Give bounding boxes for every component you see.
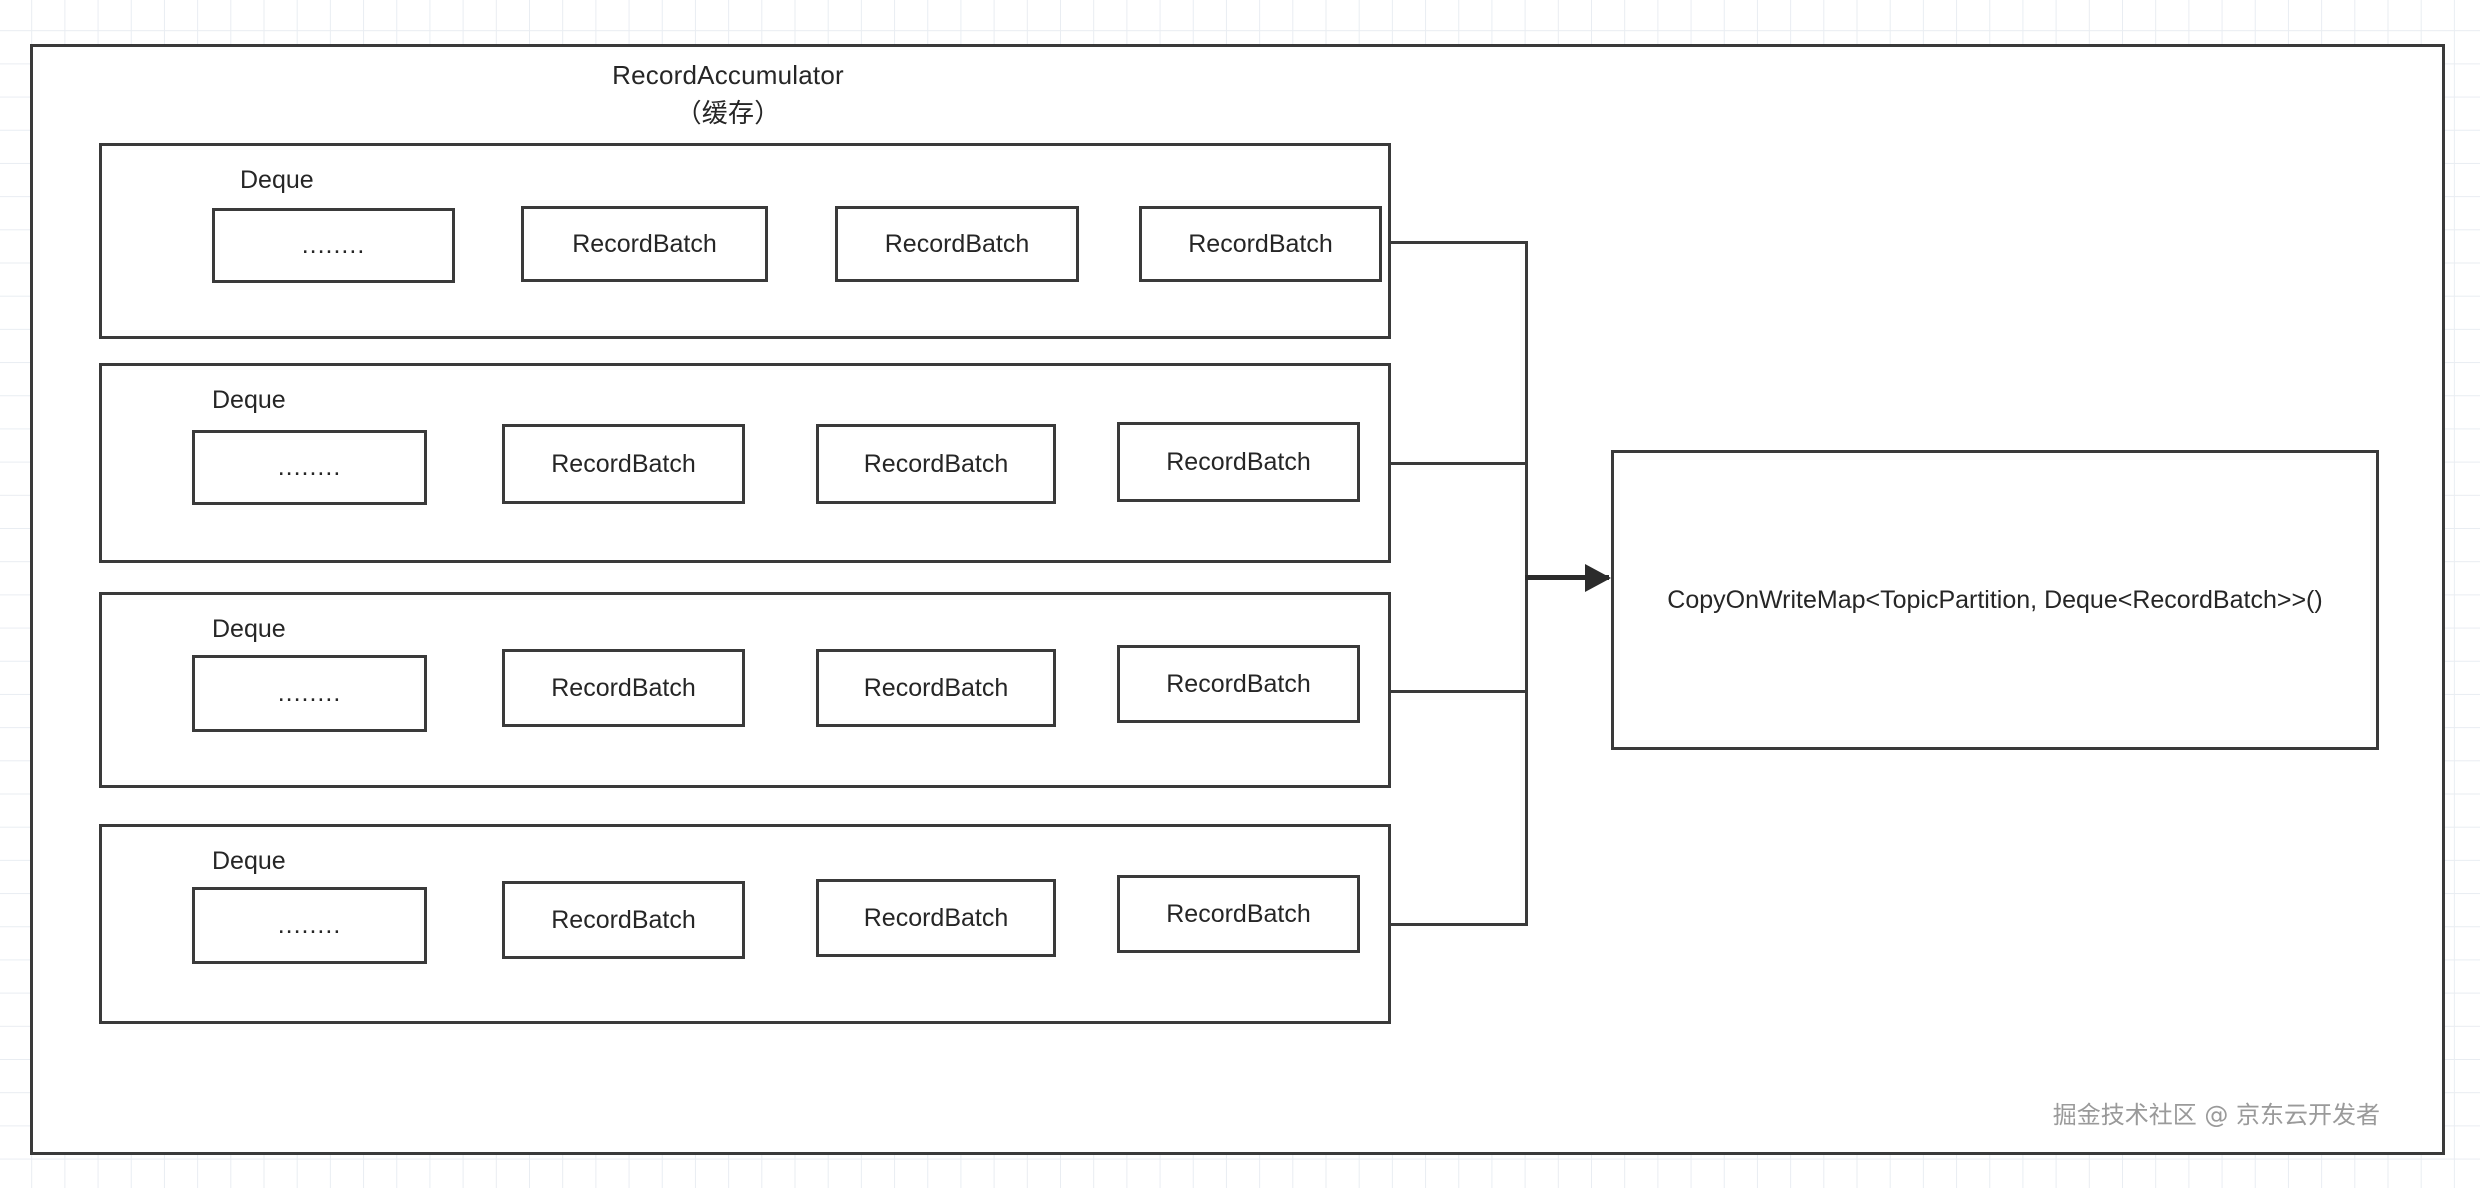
copyonwritemap-node: CopyOnWriteMap<TopicPartition, Deque<Rec…: [1611, 450, 2379, 750]
deque-ellipsis-box: ........: [192, 887, 427, 964]
copyonwritemap-label: CopyOnWriteMap<TopicPartition, Deque<Rec…: [1667, 585, 2323, 614]
record-batch-box: RecordBatch: [1117, 422, 1360, 502]
watermark-text: 掘金技术社区 @ 京东云开发者: [2052, 1101, 2380, 1129]
record-batch-box: RecordBatch: [1139, 206, 1382, 282]
record-batch-box: RecordBatch: [1117, 875, 1360, 953]
deque-label: Deque: [212, 847, 286, 875]
deque-ellipsis-box: ........: [212, 208, 455, 283]
record-batch-box: RecordBatch: [502, 424, 745, 504]
deque-row: Deque ........ RecordBatch RecordBatch R…: [99, 592, 1391, 788]
deque-row: Deque ........ RecordBatch RecordBatch R…: [99, 824, 1391, 1024]
record-accumulator-container: RecordAccumulator （缓存） Deque ........ Re…: [30, 44, 2445, 1155]
record-batch-box: RecordBatch: [502, 649, 745, 727]
record-batch-box: RecordBatch: [502, 881, 745, 959]
arrow-head-icon: [1585, 564, 1611, 592]
connector-line-row-1: [1391, 241, 1528, 244]
connector-line-row-4: [1391, 923, 1528, 926]
record-batch-box: RecordBatch: [816, 424, 1056, 504]
record-batch-box: RecordBatch: [1117, 645, 1360, 723]
deque-row: Deque ........ RecordBatch RecordBatch R…: [99, 143, 1391, 339]
page-subtitle: （缓存）: [675, 97, 781, 128]
record-batch-box: RecordBatch: [835, 206, 1079, 282]
deque-ellipsis-box: ........: [192, 655, 427, 732]
page-title: RecordAccumulator: [612, 60, 844, 90]
record-batch-box: RecordBatch: [521, 206, 768, 282]
deque-label: Deque: [240, 166, 314, 194]
connector-line-row-2: [1391, 462, 1528, 465]
record-batch-box: RecordBatch: [816, 649, 1056, 727]
connector-line-row-3: [1391, 690, 1528, 693]
deque-label: Deque: [212, 615, 286, 643]
deque-label: Deque: [212, 386, 286, 414]
deque-row: Deque ........ RecordBatch RecordBatch R…: [99, 363, 1391, 563]
record-batch-box: RecordBatch: [816, 879, 1056, 957]
connector-bus-line: [1525, 241, 1528, 926]
deque-ellipsis-box: ........: [192, 430, 427, 505]
arrow-shaft: [1525, 575, 1609, 580]
diagram-title: RecordAccumulator （缓存）: [33, 57, 1423, 132]
